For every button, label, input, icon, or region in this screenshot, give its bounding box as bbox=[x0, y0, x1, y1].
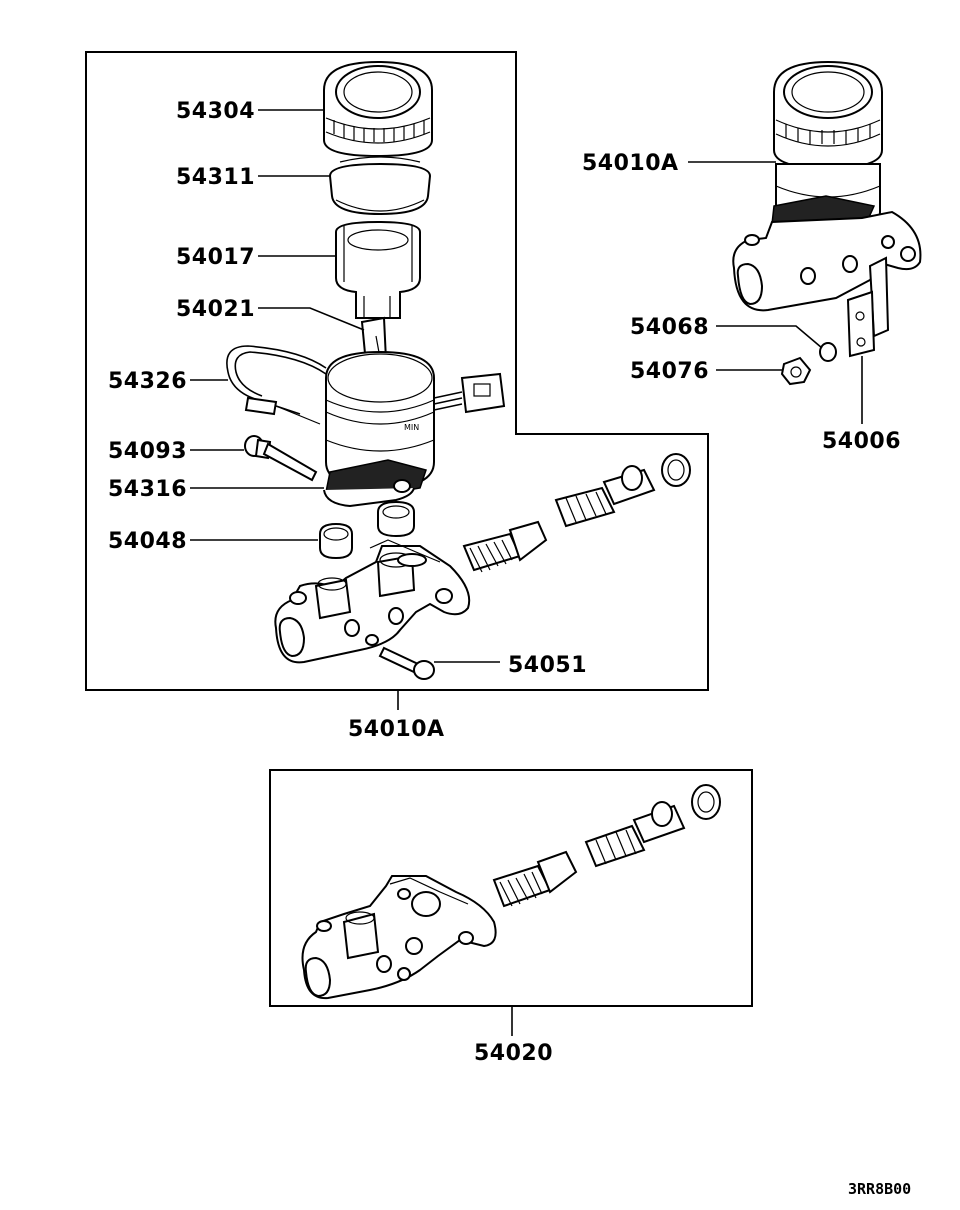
label-54021: 54021 bbox=[176, 297, 255, 322]
assembled-master-cylinder bbox=[732, 60, 922, 338]
label-54326: 54326 bbox=[108, 369, 187, 394]
secondary-piston-54020 bbox=[584, 801, 686, 868]
label-54076: 54076 bbox=[630, 359, 709, 384]
snap-ring-top bbox=[661, 453, 691, 487]
primary-piston-top bbox=[462, 520, 548, 573]
label-54304: 54304 bbox=[176, 99, 255, 124]
label-54316: 54316 bbox=[108, 477, 187, 502]
label-54093: 54093 bbox=[108, 439, 187, 464]
bolt-54093 bbox=[244, 435, 318, 482]
leader-54068 bbox=[716, 325, 823, 349]
strainer-54311 bbox=[328, 156, 432, 216]
label-54017: 54017 bbox=[176, 245, 255, 270]
svg-text:MIN: MIN bbox=[404, 423, 419, 432]
grommets-54048 bbox=[319, 500, 415, 560]
primary-piston-54020 bbox=[492, 850, 578, 908]
label-54006: 54006 bbox=[822, 429, 901, 454]
washer-54068 bbox=[819, 342, 837, 362]
figure-code: 3RR8B00 bbox=[848, 1180, 911, 1198]
assembly-54020-outline bbox=[269, 769, 753, 1007]
assembly-54010A-outline bbox=[85, 51, 709, 691]
snap-ring-54020 bbox=[691, 784, 721, 820]
master-cylinder-body-54020 bbox=[301, 875, 497, 1000]
reservoir-body: MIN bbox=[325, 350, 435, 490]
secondary-piston-top bbox=[554, 465, 656, 528]
float-54017 bbox=[335, 220, 421, 319]
label-54020: 54020 bbox=[474, 1041, 553, 1066]
reservoir-cap-54304 bbox=[323, 60, 433, 158]
leader-54021 bbox=[258, 307, 365, 331]
label-54048: 54048 bbox=[108, 529, 187, 554]
screw-54051 bbox=[365, 634, 435, 680]
harness-54326 bbox=[226, 345, 506, 425]
label-54311: 54311 bbox=[176, 165, 255, 190]
master-cylinder-body bbox=[274, 539, 471, 664]
label-54010A-bottom: 54010A bbox=[348, 717, 445, 742]
reservoir-base-54316 bbox=[323, 459, 427, 508]
bracket-54006 bbox=[846, 290, 876, 358]
label-54068: 54068 bbox=[630, 315, 709, 340]
label-54051: 54051 bbox=[508, 653, 587, 678]
label-54010A-right: 54010A bbox=[582, 151, 679, 176]
nut-54076 bbox=[780, 356, 812, 386]
